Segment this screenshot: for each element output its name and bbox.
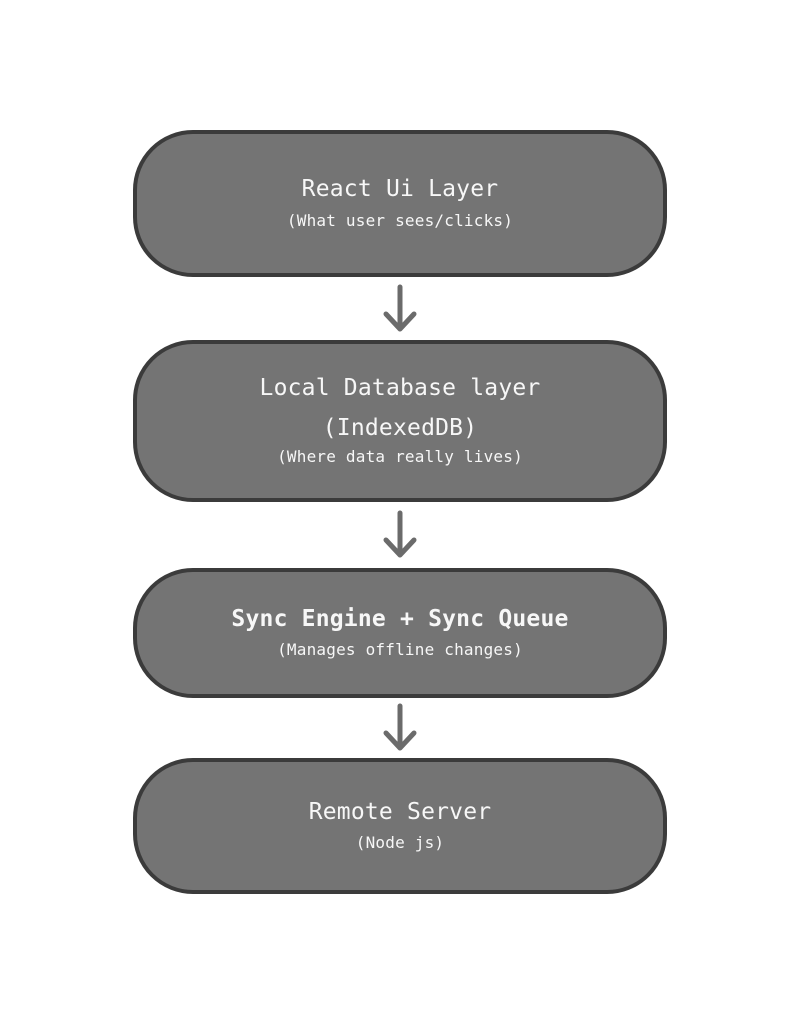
connector-2 <box>133 502 667 568</box>
node-title: Remote Server <box>308 798 492 825</box>
node-title: Sync Engine + Sync Queue <box>231 605 569 632</box>
connector-1 <box>133 277 667 340</box>
down-arrow-icon <box>383 510 417 558</box>
node-title: React Ui Layer <box>301 176 499 203</box>
node-title: Local Database layer <box>259 374 541 401</box>
connector-3 <box>133 698 667 758</box>
node-subtitle: (Manages offline changes) <box>277 640 523 660</box>
node-remote-server: Remote Server (Node js) <box>133 758 667 894</box>
node-local-database-layer: Local Database layer (IndexedDB) (Where … <box>133 340 667 502</box>
node-sync-engine-sync-queue: Sync Engine + Sync Queue (Manages offlin… <box>133 568 667 698</box>
node-title-secondary: (IndexedDB) <box>322 414 478 441</box>
node-subtitle: (Where data really lives) <box>277 447 523 467</box>
node-react-ui-layer: React Ui Layer (What user sees/clicks) <box>133 130 667 277</box>
node-subtitle: (Node js) <box>355 833 445 853</box>
node-subtitle: (What user sees/clicks) <box>286 210 514 230</box>
down-arrow-icon <box>383 703 417 751</box>
down-arrow-icon <box>383 284 417 331</box>
